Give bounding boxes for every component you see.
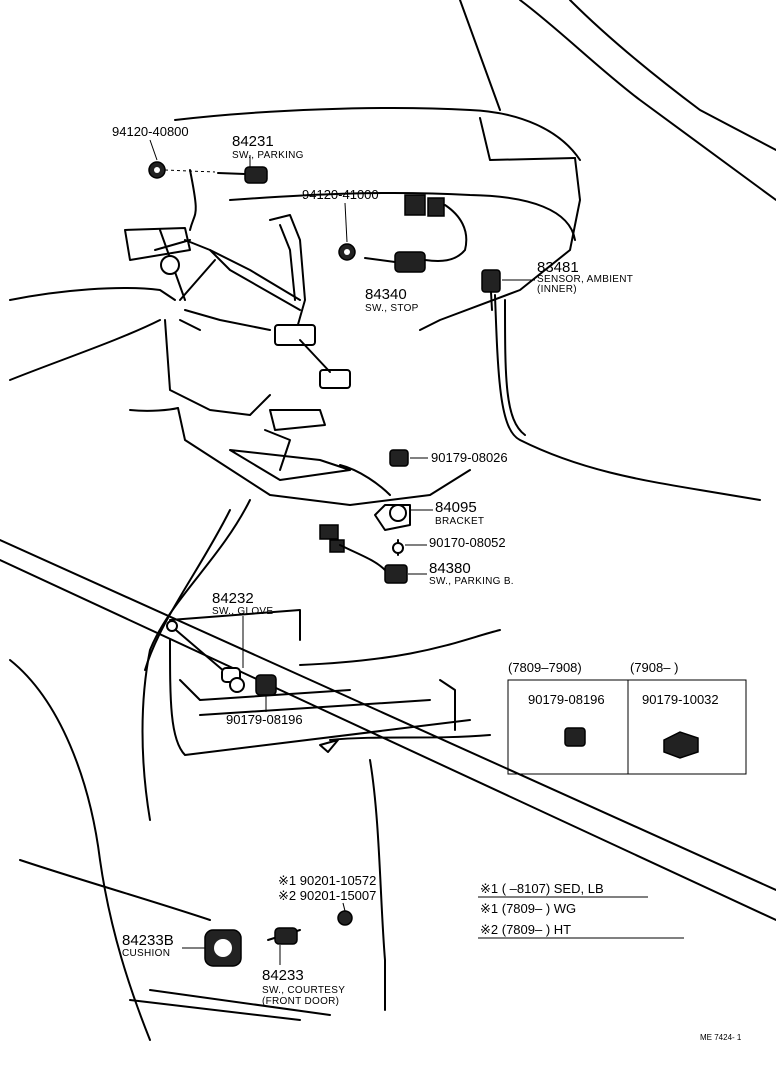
part-84233B-desc: CUSHION bbox=[122, 948, 170, 959]
cushion-84233B bbox=[182, 929, 242, 967]
part-9020110572-number: ※1 90201-10572 bbox=[278, 873, 376, 888]
dashboard-outline bbox=[9, 0, 776, 506]
part-9017908196-number: 90179-08196 bbox=[226, 712, 303, 727]
diagram-id: ME 7424- 1 bbox=[700, 1033, 742, 1042]
part-84340-number: 84340 bbox=[365, 286, 407, 303]
part-83481-desc2: (INNER) bbox=[537, 284, 577, 295]
part-83481-number: 83481 bbox=[537, 259, 579, 276]
glovebox-outline bbox=[0, 499, 776, 1041]
clip-08196-image bbox=[564, 727, 586, 747]
part-84232-desc: SW., GLOVE bbox=[212, 606, 273, 617]
courtesy-switch-84233 bbox=[267, 910, 353, 965]
part-84232-number: 84232 bbox=[212, 590, 254, 607]
variant-inset-table: (7809–7908) (7908– ) 90179-08196 90179-1… bbox=[507, 660, 747, 775]
part-84380-desc: SW., PARKING B. bbox=[429, 576, 514, 587]
ambient-sensor-83481 bbox=[481, 269, 501, 311]
stop-switch-84340 bbox=[364, 194, 468, 273]
part-9017008052-number: 90170-08052 bbox=[429, 535, 506, 550]
nut-9412041000 bbox=[338, 243, 356, 261]
part-84380-number: 84380 bbox=[429, 560, 471, 577]
part-84231-number: 84231 bbox=[232, 133, 274, 150]
part-84095-number: 84095 bbox=[435, 499, 477, 516]
variant-notes: ※1 ( –8107) SED, LB ※1 (7809– ) WG ※2 (7… bbox=[478, 881, 684, 939]
part-9412040800-number: 94120-40800 bbox=[112, 124, 189, 139]
glove-switch-84232 bbox=[166, 616, 277, 712]
bolt-9017008052 bbox=[392, 539, 404, 556]
part-84095-desc: BRACKET bbox=[435, 516, 484, 527]
switch-84380 bbox=[384, 564, 408, 584]
part-84231-desc: SW., PARKING bbox=[232, 150, 304, 161]
part-83481-desc1: SENSOR, AMBIENT bbox=[537, 274, 633, 285]
note-1: ※1 ( –8107) SED, LB bbox=[480, 881, 604, 896]
parking-switch-84231 bbox=[217, 155, 268, 184]
part-84233B-number: 84233B bbox=[122, 932, 174, 949]
part-9017908026-number: 90179-08026 bbox=[431, 450, 508, 465]
note-3: ※2 (7809– ) HT bbox=[480, 922, 571, 937]
part-84233-number: 84233 bbox=[262, 967, 304, 984]
part-9412041000-number: 94120-41000 bbox=[302, 187, 379, 202]
part-84233-desc1: SW., COURTESY bbox=[262, 985, 345, 996]
part-84340-desc: SW., STOP bbox=[365, 303, 419, 314]
inset-col2-part: 90179-10032 bbox=[642, 692, 719, 707]
bracket-84095 bbox=[374, 504, 411, 531]
pedal-assembly bbox=[154, 214, 351, 471]
part-9020115007-number: ※2 90201-15007 bbox=[278, 888, 376, 903]
note-2: ※1 (7809– ) WG bbox=[480, 901, 576, 916]
inset-col1-part: 90179-08196 bbox=[528, 692, 605, 707]
harness-parking-b bbox=[319, 524, 386, 571]
nut-9412040800 bbox=[148, 161, 216, 179]
inset-col2-header: (7908– ) bbox=[630, 660, 678, 675]
clip-10032-image bbox=[663, 731, 699, 759]
clip-9017908026 bbox=[389, 449, 409, 467]
part-84233-desc2: (FRONT DOOR) bbox=[262, 996, 339, 1007]
inset-col1-header: (7809–7908) bbox=[508, 660, 582, 675]
